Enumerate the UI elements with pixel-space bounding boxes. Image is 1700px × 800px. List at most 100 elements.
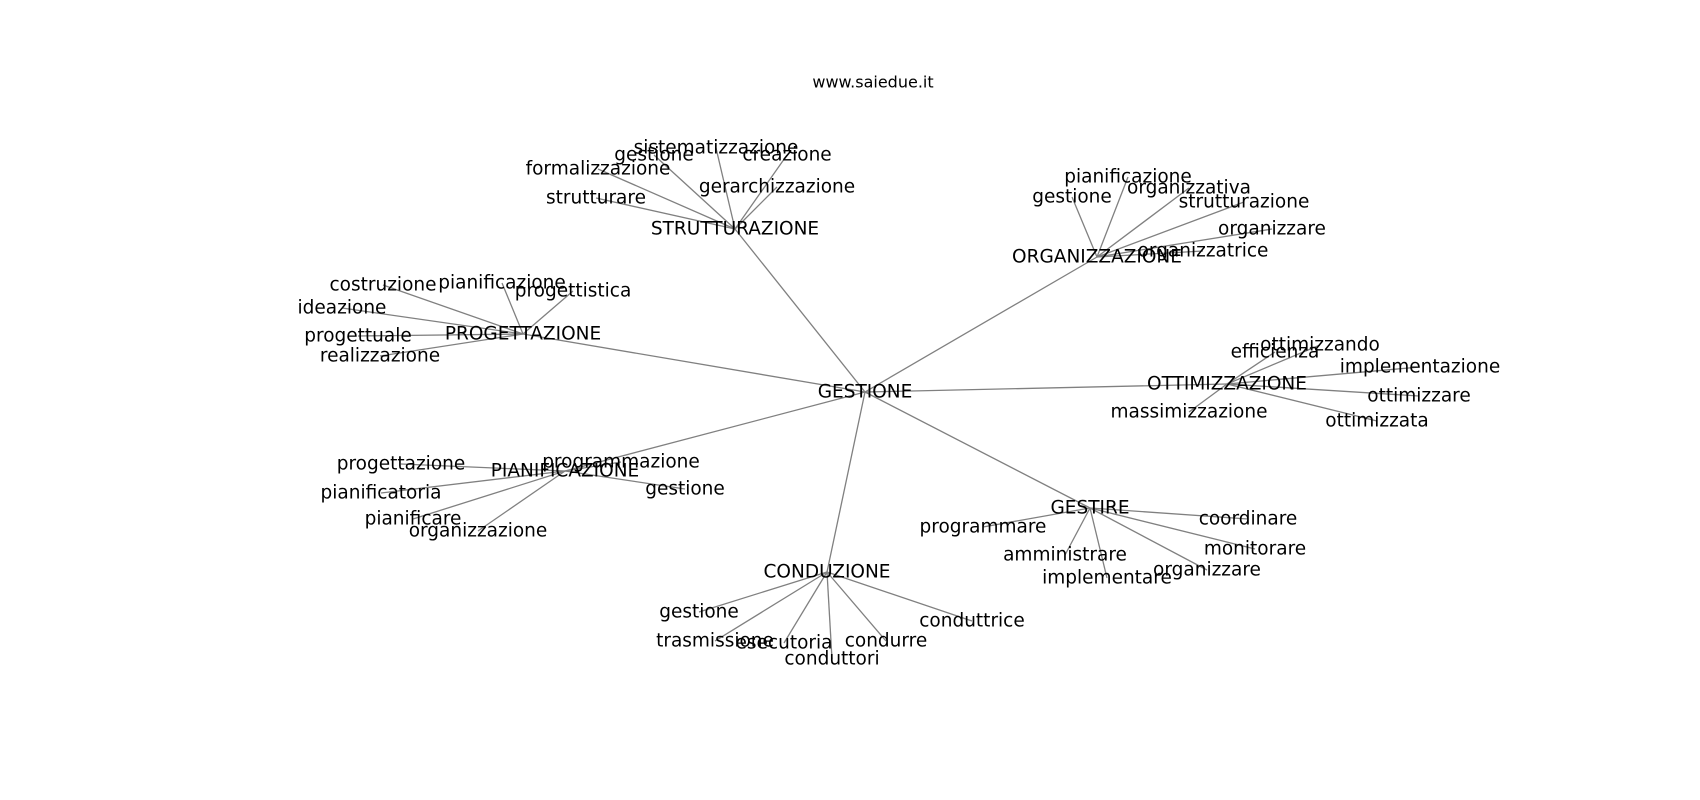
edge-center-ottimizzazione (864, 383, 1228, 393)
watermark-text: www.saiedue.it (812, 73, 933, 92)
leaf-node-pianificazione-pianificare: pianificare (365, 509, 462, 530)
leaf-node-gestire-coordinare: coordinare (1199, 509, 1298, 530)
leaf-node-ottimizzazione-efficienza: efficienza (1231, 342, 1320, 363)
leaf-node-strutturazione-gestione: gestione (614, 145, 694, 166)
edge-gestire-organizzare (1089, 507, 1208, 571)
hub-node-conduzione: CONDUZIONE (764, 562, 891, 583)
edge-pianificazione-pianificatoria (380, 470, 566, 494)
edge-gestire-programmare (982, 507, 1091, 528)
edge-strutturazione-formalizzazione (597, 168, 736, 230)
hub-node-progettazione: PROGETTAZIONE (445, 324, 601, 345)
leaf-node-progettazione-progettistica: progettistica (515, 281, 632, 302)
leaf-node-organizzazione-pianificazione: pianificazione (1064, 167, 1192, 188)
edge-center-gestire (864, 391, 1091, 509)
leaf-node-conduzione-conduttori: conduttori (784, 649, 879, 670)
edge-pianificazione-organizzazione (477, 470, 566, 532)
leaf-node-ottimizzazione-massimizzazione: massimizzazione (1111, 402, 1268, 423)
edge-strutturazione-sistematizzazione (715, 147, 736, 230)
edge-conduzione-esecutoria (783, 571, 828, 644)
leaf-node-strutturazione-creazione: creazione (742, 145, 831, 166)
leaf-node-organizzazione-organizzatrice: organizzatrice (1138, 241, 1269, 262)
leaf-node-organizzazione-organizzativa: organizzativa (1127, 178, 1251, 199)
edge-organizzazione-organizzare (1096, 228, 1273, 258)
edge-progettazione-costruzione (382, 284, 524, 335)
leaf-node-conduzione-condurre: condurre (845, 631, 928, 652)
edge-ottimizzazione-implementazione (1226, 366, 1421, 385)
edge-center-conduzione (826, 391, 866, 573)
leaf-node-ottimizzazione-ottimizzare: ottimizzare (1367, 386, 1470, 407)
edge-pianificazione-progettazione (400, 463, 566, 472)
edge-pianificazione-programmazione (564, 461, 622, 472)
leaf-node-pianificazione-pianificatoria: pianificatoria (321, 483, 442, 504)
leaf-node-progettazione-realizzazione: realizzazione (320, 346, 440, 367)
hub-node-organizzazione: ORGANIZZAZIONE (1012, 247, 1182, 268)
edge-progettazione-realizzazione (379, 333, 524, 357)
edge-strutturazione-creazione (734, 154, 788, 230)
leaf-node-pianificazione-programmazione: programmazione (542, 452, 700, 473)
edge-gestire-implementare (1089, 507, 1108, 579)
edge-strutturazione-strutturare (595, 197, 736, 230)
leaf-node-strutturazione-gerarchizzazione: gerarchizzazione (699, 177, 855, 198)
leaf-node-gestire-monitorare: monitorare (1204, 539, 1306, 560)
hub-node-strutturazione: STRUTTURAZIONE (651, 219, 819, 240)
leaf-node-pianificazione-gestione: gestione (645, 479, 725, 500)
leaf-node-progettazione-ideazione: ideazione (298, 298, 387, 319)
edge-conduzione-conduttori (826, 571, 833, 660)
hub-node-pianificazione: PIANIFICAZIONE (491, 461, 639, 482)
edge-center-progettazione (522, 333, 866, 393)
leaf-node-organizzazione-gestione: gestione (1032, 187, 1112, 208)
leaf-node-ottimizzazione-implementazione: implementazione (1340, 357, 1500, 378)
edge-progettazione-ideazione (341, 307, 524, 335)
edge-gestire-coordinare (1089, 507, 1249, 520)
edges-layer (341, 147, 1421, 660)
edge-pianificazione-pianificare (412, 470, 566, 520)
edge-organizzazione-strutturazione (1096, 201, 1245, 258)
edge-progettazione-progettistica (522, 290, 574, 335)
leaf-node-conduzione-trasmissione: trasmissione (656, 631, 774, 652)
edge-conduzione-conduttrice (826, 571, 973, 622)
edge-ottimizzazione-efficienza (1226, 351, 1276, 385)
edge-conduzione-gestione (698, 571, 828, 613)
edge-organizzazione-gestione (1071, 196, 1098, 258)
edge-ottimizzazione-ottimizzare (1226, 383, 1420, 397)
edge-ottimizzazione-ottimizzando (1226, 344, 1321, 385)
edge-center-pianificazione (564, 391, 866, 472)
leaf-node-organizzazione-strutturazione: strutturazione (1179, 192, 1310, 213)
edge-gestire-monitorare (1089, 507, 1256, 550)
labels-layer: GESTIONESTRUTTURAZIONEsistematizzazioneg… (298, 138, 1501, 670)
hub-node-gestire: GESTIRE (1050, 498, 1129, 519)
edge-organizzazione-organizzativa (1096, 187, 1190, 258)
leaf-node-ottimizzazione-ottimizzata: ottimizzata (1325, 411, 1428, 432)
leaf-node-strutturazione-strutturare: strutturare (546, 188, 646, 209)
edge-progettazione-progettuale (357, 333, 524, 337)
leaf-node-ottimizzazione-ottimizzando: ottimizzando (1260, 335, 1380, 356)
edge-ottimizzazione-ottimizzata (1226, 383, 1378, 422)
edge-strutturazione-gestione (653, 154, 736, 230)
edge-pianificazione-gestione (564, 470, 686, 490)
leaf-node-gestire-organizzare: organizzare (1153, 560, 1261, 581)
edge-organizzazione-pianificazione (1096, 176, 1129, 258)
edge-conduzione-trasmissione (714, 571, 828, 642)
leaf-node-conduzione-gestione: gestione (659, 602, 739, 623)
edge-conduzione-condurre (826, 571, 887, 642)
edge-strutturazione-gerarchizzazione (734, 186, 778, 230)
edge-ottimizzazione-massimizzazione (1188, 383, 1228, 413)
leaf-node-pianificazione-progettazione: progettazione (337, 454, 466, 475)
leaf-node-gestire-implementare: implementare (1042, 568, 1172, 589)
leaf-node-progettazione-pianificazione: pianificazione (438, 273, 566, 294)
edge-center-strutturazione (734, 228, 866, 393)
edge-organizzazione-organizzatrice (1096, 250, 1204, 258)
edge-progettazione-pianificazione (501, 282, 524, 335)
leaf-node-strutturazione-sistematizzazione: sistematizzazione (634, 138, 799, 159)
leaf-node-progettazione-progettuale: progettuale (304, 326, 411, 347)
leaf-node-gestire-programmare: programmare (920, 517, 1047, 538)
hub-node-ottimizzazione: OTTIMIZZAZIONE (1147, 374, 1307, 395)
leaf-node-conduzione-esecutoria: esecutoria (736, 633, 833, 654)
leaf-node-conduzione-conduttrice: conduttrice (919, 611, 1025, 632)
leaf-node-progettazione-costruzione: costruzione (330, 275, 437, 296)
center-node-label: GESTIONE (818, 382, 913, 403)
edge-center-organizzazione (864, 256, 1098, 393)
leaf-node-pianificazione-organizzazione: organizzazione (409, 521, 548, 542)
edge-gestire-amministrare (1064, 507, 1091, 556)
